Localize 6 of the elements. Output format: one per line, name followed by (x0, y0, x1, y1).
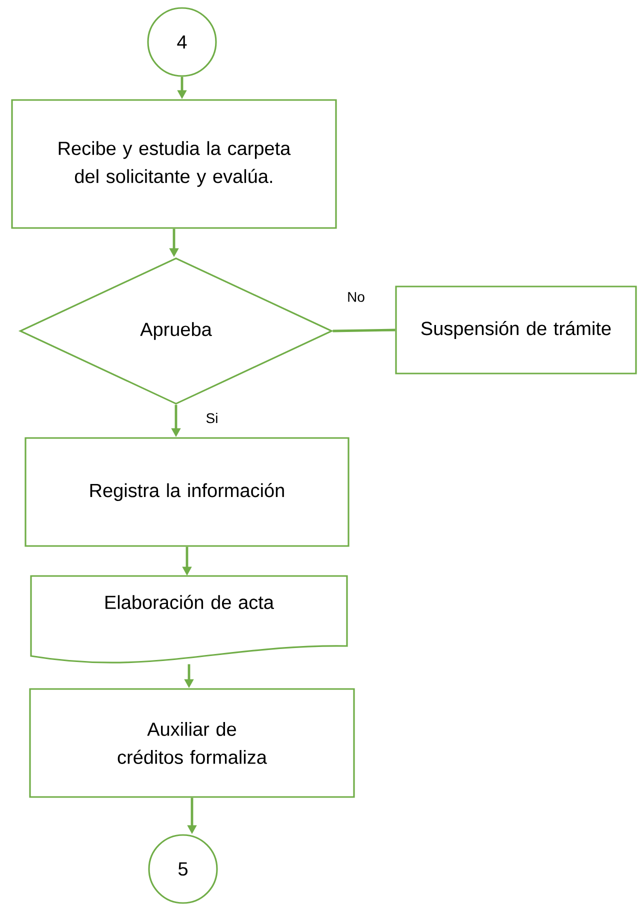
process-box: Auxiliar de créditos formaliza (29, 688, 355, 798)
process-box: Suspensión de trámite (395, 286, 637, 374)
edge-label: No (346, 291, 366, 303)
process-box: Registra la información (24, 437, 350, 547)
edge-label: Si (204, 412, 220, 424)
process-box: Recibe y estudia la carpeta del solicitante y evalúa. (11, 99, 337, 229)
